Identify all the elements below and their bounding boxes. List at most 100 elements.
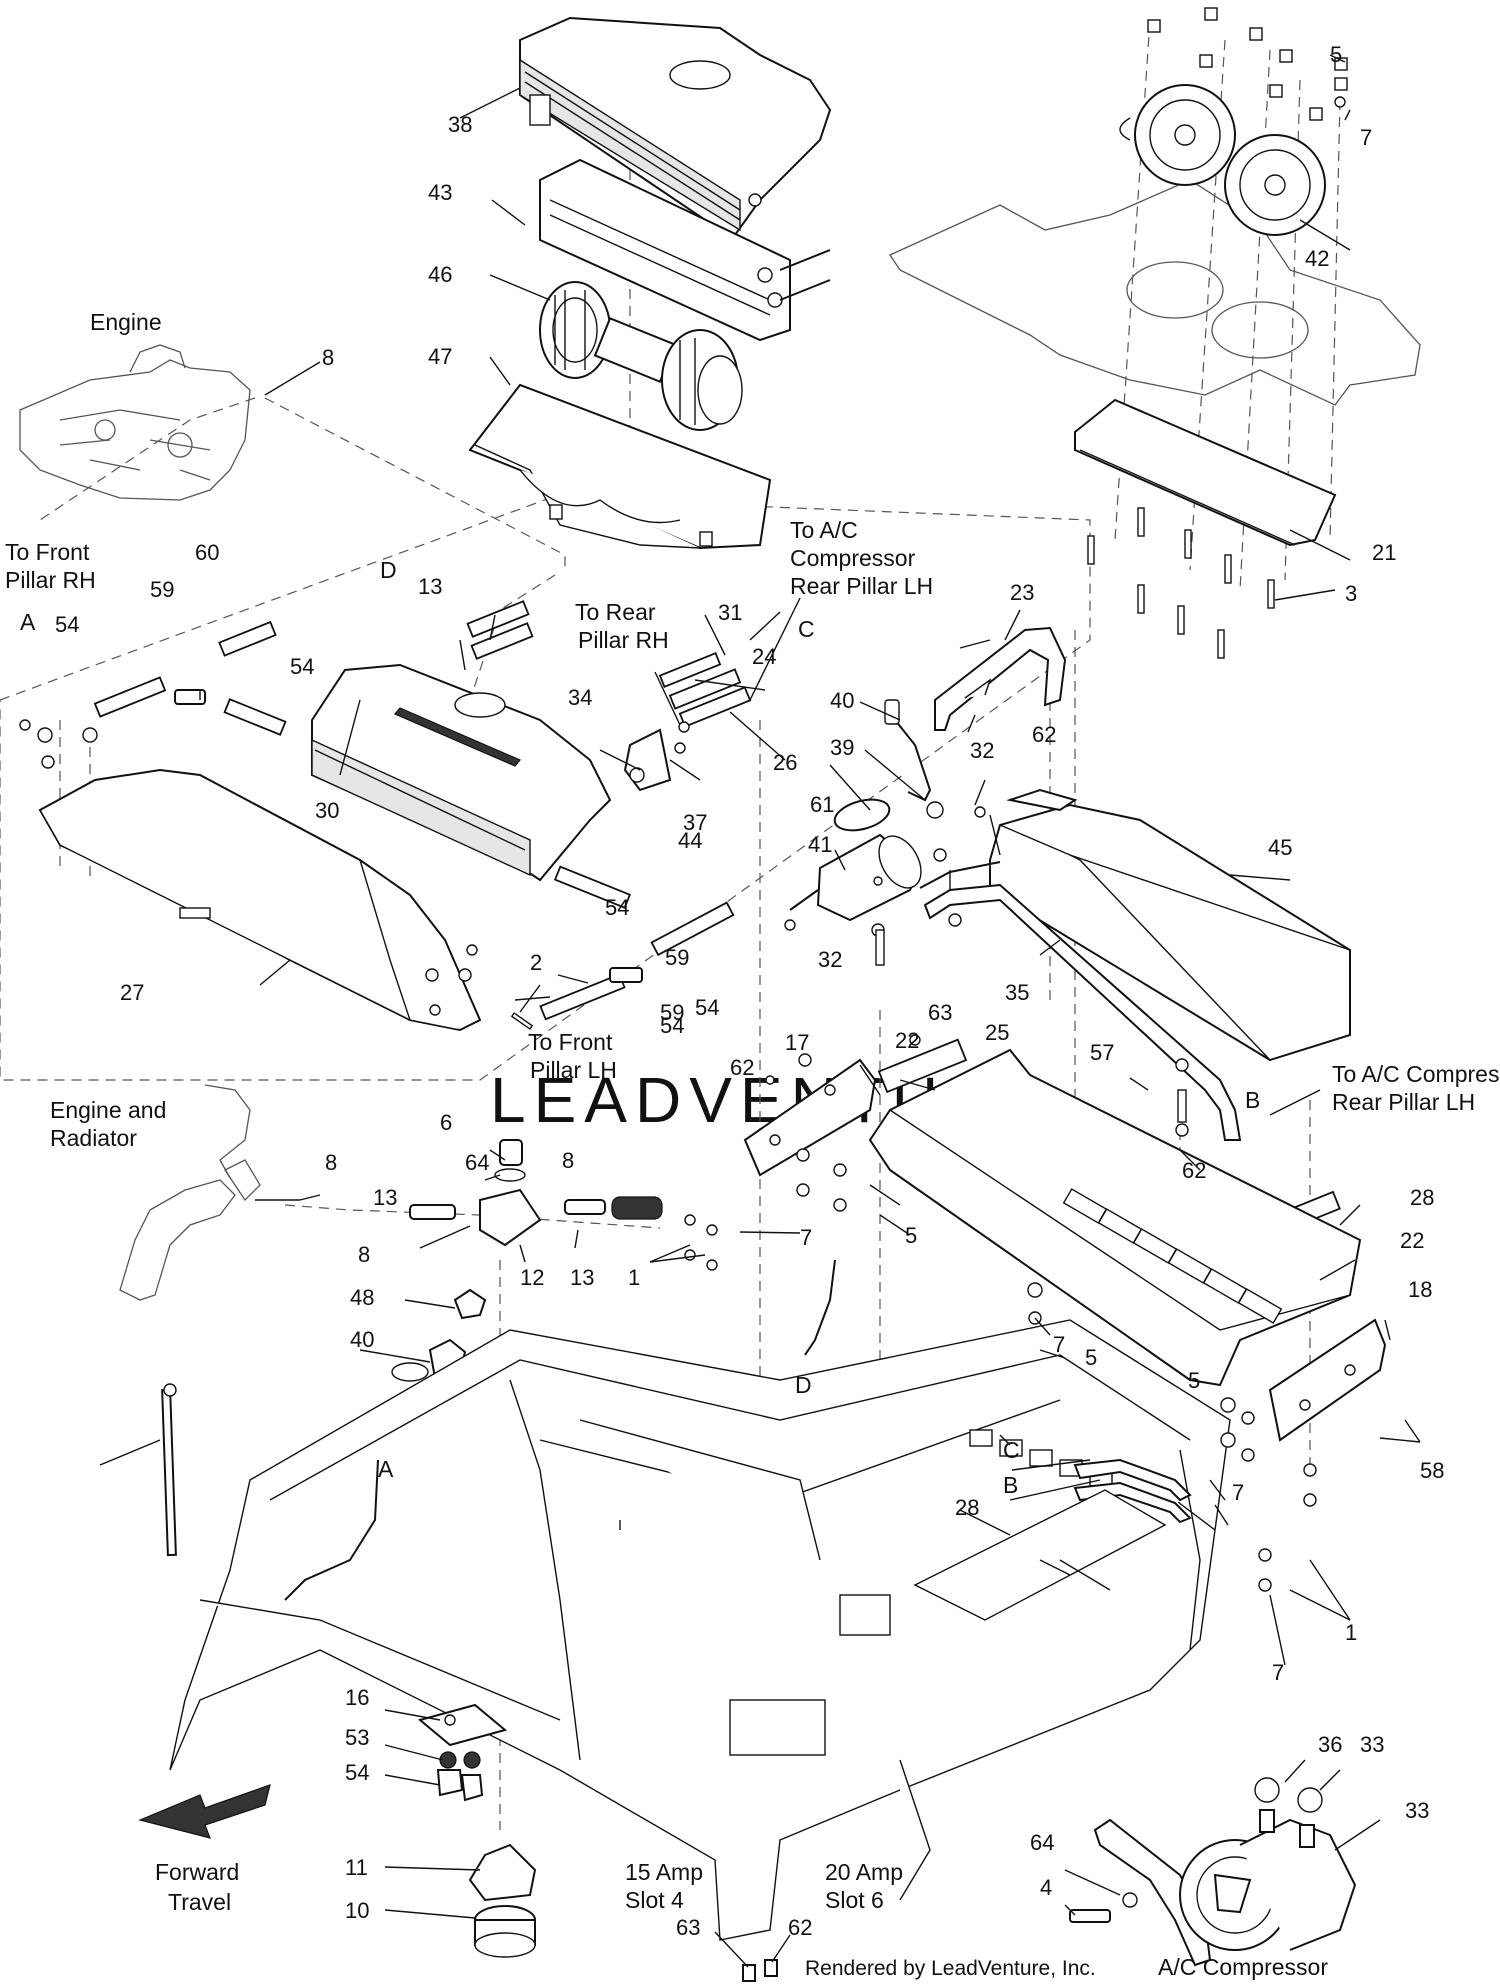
- callout-32c: 32: [970, 738, 994, 763]
- callout-64: 64: [1030, 1830, 1054, 1855]
- cable-tie: [161, 1383, 177, 1557]
- evaporator-bracket: [934, 626, 1067, 731]
- callout-7b: 7: [800, 1225, 812, 1250]
- label-to-front-pillar-rh-1: To Front: [5, 539, 90, 565]
- condenser-plate: [1074, 398, 1337, 547]
- callout-27: 27: [120, 980, 144, 1005]
- callout-8: 8: [322, 345, 334, 370]
- callout-2: 2: [530, 950, 542, 975]
- callout-17: 17: [785, 1030, 809, 1055]
- letter-a: A: [20, 609, 36, 635]
- label-15-amp-2: Slot 4: [625, 1887, 684, 1913]
- callout-54c: 54: [290, 654, 314, 679]
- callout-48: 47: [428, 344, 452, 369]
- callout-58b: 58: [1420, 1458, 1444, 1483]
- letter-b: B: [1245, 1087, 1260, 1113]
- callout-54b: 54: [55, 612, 79, 637]
- radiator-hose-ghost: [119, 1084, 261, 1301]
- label-engine: Engine: [90, 309, 162, 335]
- callout-1: 1: [628, 1265, 640, 1290]
- condenser-frame: [889, 179, 1421, 406]
- letter-d2: D: [795, 1372, 812, 1398]
- callout-11: 11: [345, 1855, 368, 1880]
- label-to-ac-top-2: Compressor: [790, 545, 916, 571]
- callout-56: 61: [810, 792, 834, 817]
- callout-53c: 59: [660, 1000, 684, 1025]
- blower-motor: [539, 281, 743, 431]
- callout-23: 24: [752, 644, 776, 669]
- callout-44: 48: [350, 1285, 374, 1310]
- heater-box-top: [519, 16, 832, 237]
- callout-24: 25: [985, 1020, 1009, 1045]
- callout-46: 54: [345, 1760, 369, 1785]
- label-20-amp-1: 20 Amp: [825, 1859, 903, 1885]
- callout-53b: 59: [665, 945, 689, 970]
- callout-26: 28: [955, 1495, 979, 1520]
- engine-ghost: [19, 344, 251, 501]
- callout-33b: 33: [1360, 1732, 1384, 1757]
- fuses: [742, 1959, 778, 1982]
- callout-32b: 32: [818, 947, 842, 972]
- callout-33: 35: [1005, 980, 1029, 1005]
- letter-d: D: [380, 557, 397, 583]
- callout-16: 16: [345, 1685, 369, 1710]
- letter-b2: B: [1003, 1472, 1018, 1498]
- callout-45: 53: [345, 1725, 369, 1750]
- callout-22: 23: [1010, 580, 1034, 605]
- main-frame: [169, 1319, 1231, 1941]
- callout-38: 40: [350, 1327, 374, 1352]
- callout-7d: 7: [1232, 1480, 1244, 1505]
- label-forward-travel-2: Travel: [168, 1889, 231, 1915]
- callout-28b: 28: [1410, 1185, 1434, 1210]
- callout-58: 62: [730, 1055, 754, 1080]
- label-engine-radiator-1: Engine and: [50, 1097, 166, 1123]
- callout-43: 44: [678, 828, 702, 853]
- ac-compressor: [1069, 1777, 1357, 1967]
- insulation-pad: [913, 1489, 1167, 1621]
- hardware: [19, 7, 1348, 1592]
- leader-lines: [99, 54, 1421, 1968]
- callout-1b: 1: [1345, 1620, 1357, 1645]
- mount-plate-18: [1268, 1318, 1387, 1442]
- callout-39: 41: [808, 832, 832, 857]
- callout-7e: 7: [1272, 1660, 1284, 1685]
- callout-20: 21: [1372, 540, 1396, 565]
- label-ac-compressor: A/C Compressor: [1158, 1954, 1328, 1980]
- heater-core: [539, 158, 831, 342]
- labels: Engine To Front Pillar RH To Rear Pillar…: [5, 309, 1500, 1980]
- callout-5: 5: [1330, 42, 1342, 67]
- letter-c: C: [798, 616, 815, 642]
- callout-31: 33: [1405, 1798, 1429, 1823]
- callout-41: 42: [1305, 246, 1329, 271]
- callout-35: 37: [683, 810, 707, 835]
- callout-8d: 8: [358, 1242, 370, 1267]
- callout-5c: 5: [1085, 1345, 1097, 1370]
- letter-a2: A: [378, 1456, 394, 1482]
- callout-54e: 54: [695, 995, 719, 1020]
- callout-21: 22: [1400, 1228, 1424, 1253]
- callout-53: 59: [150, 577, 174, 602]
- reference-letters: A D C B D C B A: [20, 557, 1260, 1498]
- callout-57: 62: [1032, 722, 1056, 747]
- forward-arrow-icon: [138, 1784, 271, 1839]
- callout-6: 6: [440, 1110, 452, 1135]
- part-numbers: 38 43 46 47 8 5 7 42 21 3 13 60 54 59 54…: [55, 42, 1444, 1940]
- callout-9: 38: [448, 112, 472, 137]
- water-valve-tee: [391, 1139, 663, 1382]
- callout-47: 46: [428, 262, 452, 287]
- callout-13: 13: [418, 574, 442, 599]
- callout-4: 4: [1040, 1875, 1052, 1900]
- callout-18: 18: [1408, 1277, 1432, 1302]
- label-forward-travel-1: Forward: [155, 1859, 239, 1885]
- callout-62b: 62: [1182, 1158, 1206, 1183]
- heater-box-lower: [311, 663, 612, 882]
- callout-10: 10: [345, 1898, 369, 1923]
- callout-8b: 8: [562, 1148, 574, 1173]
- condenser-fans: [1119, 84, 1326, 236]
- label-to-front-pillar-lh-2: Pillar LH: [530, 1057, 617, 1083]
- mount-plate-17: [743, 1058, 877, 1177]
- label-engine-radiator-2: Radiator: [50, 1125, 137, 1151]
- callout-40: 45: [1268, 835, 1292, 860]
- callout-54f: 54: [660, 1013, 684, 1038]
